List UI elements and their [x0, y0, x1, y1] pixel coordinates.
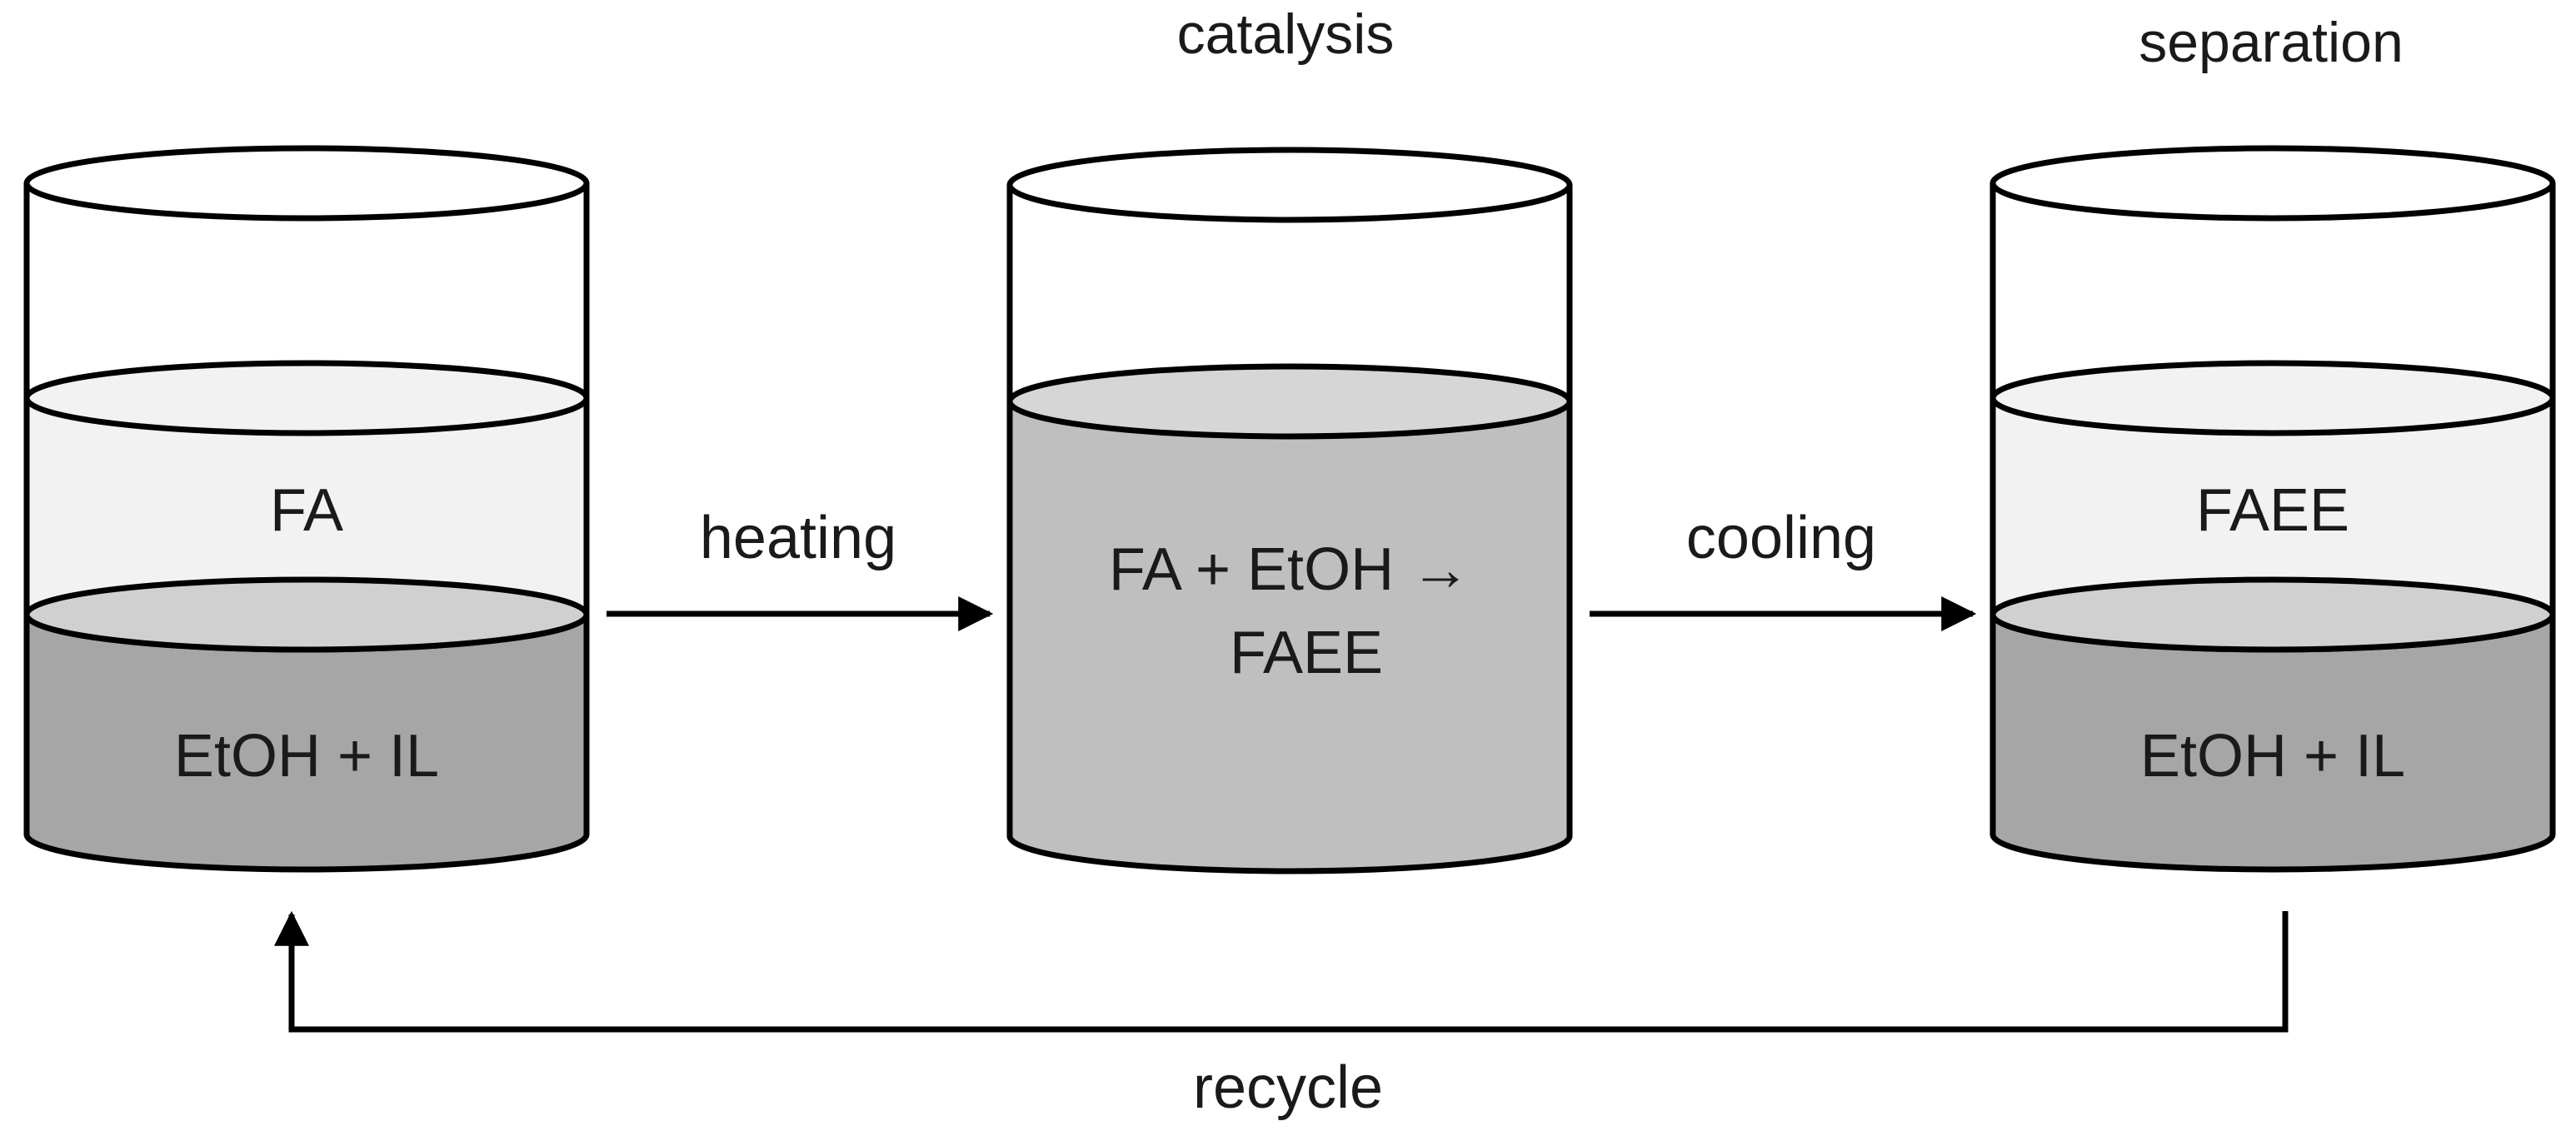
vessel-right-liquid-surface: [1989, 360, 2556, 436]
vessel-left: [23, 145, 590, 873]
vessel-right-lower-layer: [1989, 611, 2556, 873]
vessel-left-upper-label: FA: [270, 477, 343, 544]
recycle-arrow: [274, 910, 2289, 1033]
vessel-right-lower-label: EtOH + IL: [2140, 723, 2405, 790]
vessel-left-rim: [23, 145, 590, 222]
vessel-middle-liquid-surface: [1006, 363, 1573, 440]
vessel-right-interface: [1989, 576, 2556, 653]
vessel-middle-liquid: [1006, 398, 1573, 874]
vessel-middle-label-line1: FA + EtOH →: [1109, 536, 1470, 603]
cooling-label: cooling: [1686, 505, 1876, 571]
vessel-left-interface: [23, 576, 590, 653]
heating-label: heating: [700, 505, 896, 571]
vessel-right-rim: [1989, 145, 2556, 222]
vessel-middle: [1006, 147, 1573, 874]
vessel-left-lower-label: EtOH + IL: [174, 723, 439, 790]
vessel-right: [1989, 145, 2556, 873]
vessel-left-liquid-surface: [23, 360, 590, 436]
recycle-label: recycle: [1193, 1054, 1383, 1121]
vessel-right-upper-label: FAEE: [2196, 477, 2349, 544]
stage-title-catalysis: catalysis: [1177, 2, 1395, 66]
vessel-left-lower-layer: [23, 611, 590, 873]
vessel-middle-rim: [1006, 147, 1573, 223]
stage-title-separation: separation: [2139, 11, 2404, 74]
vessel-middle-label-line2: FAEE: [1230, 620, 1383, 686]
